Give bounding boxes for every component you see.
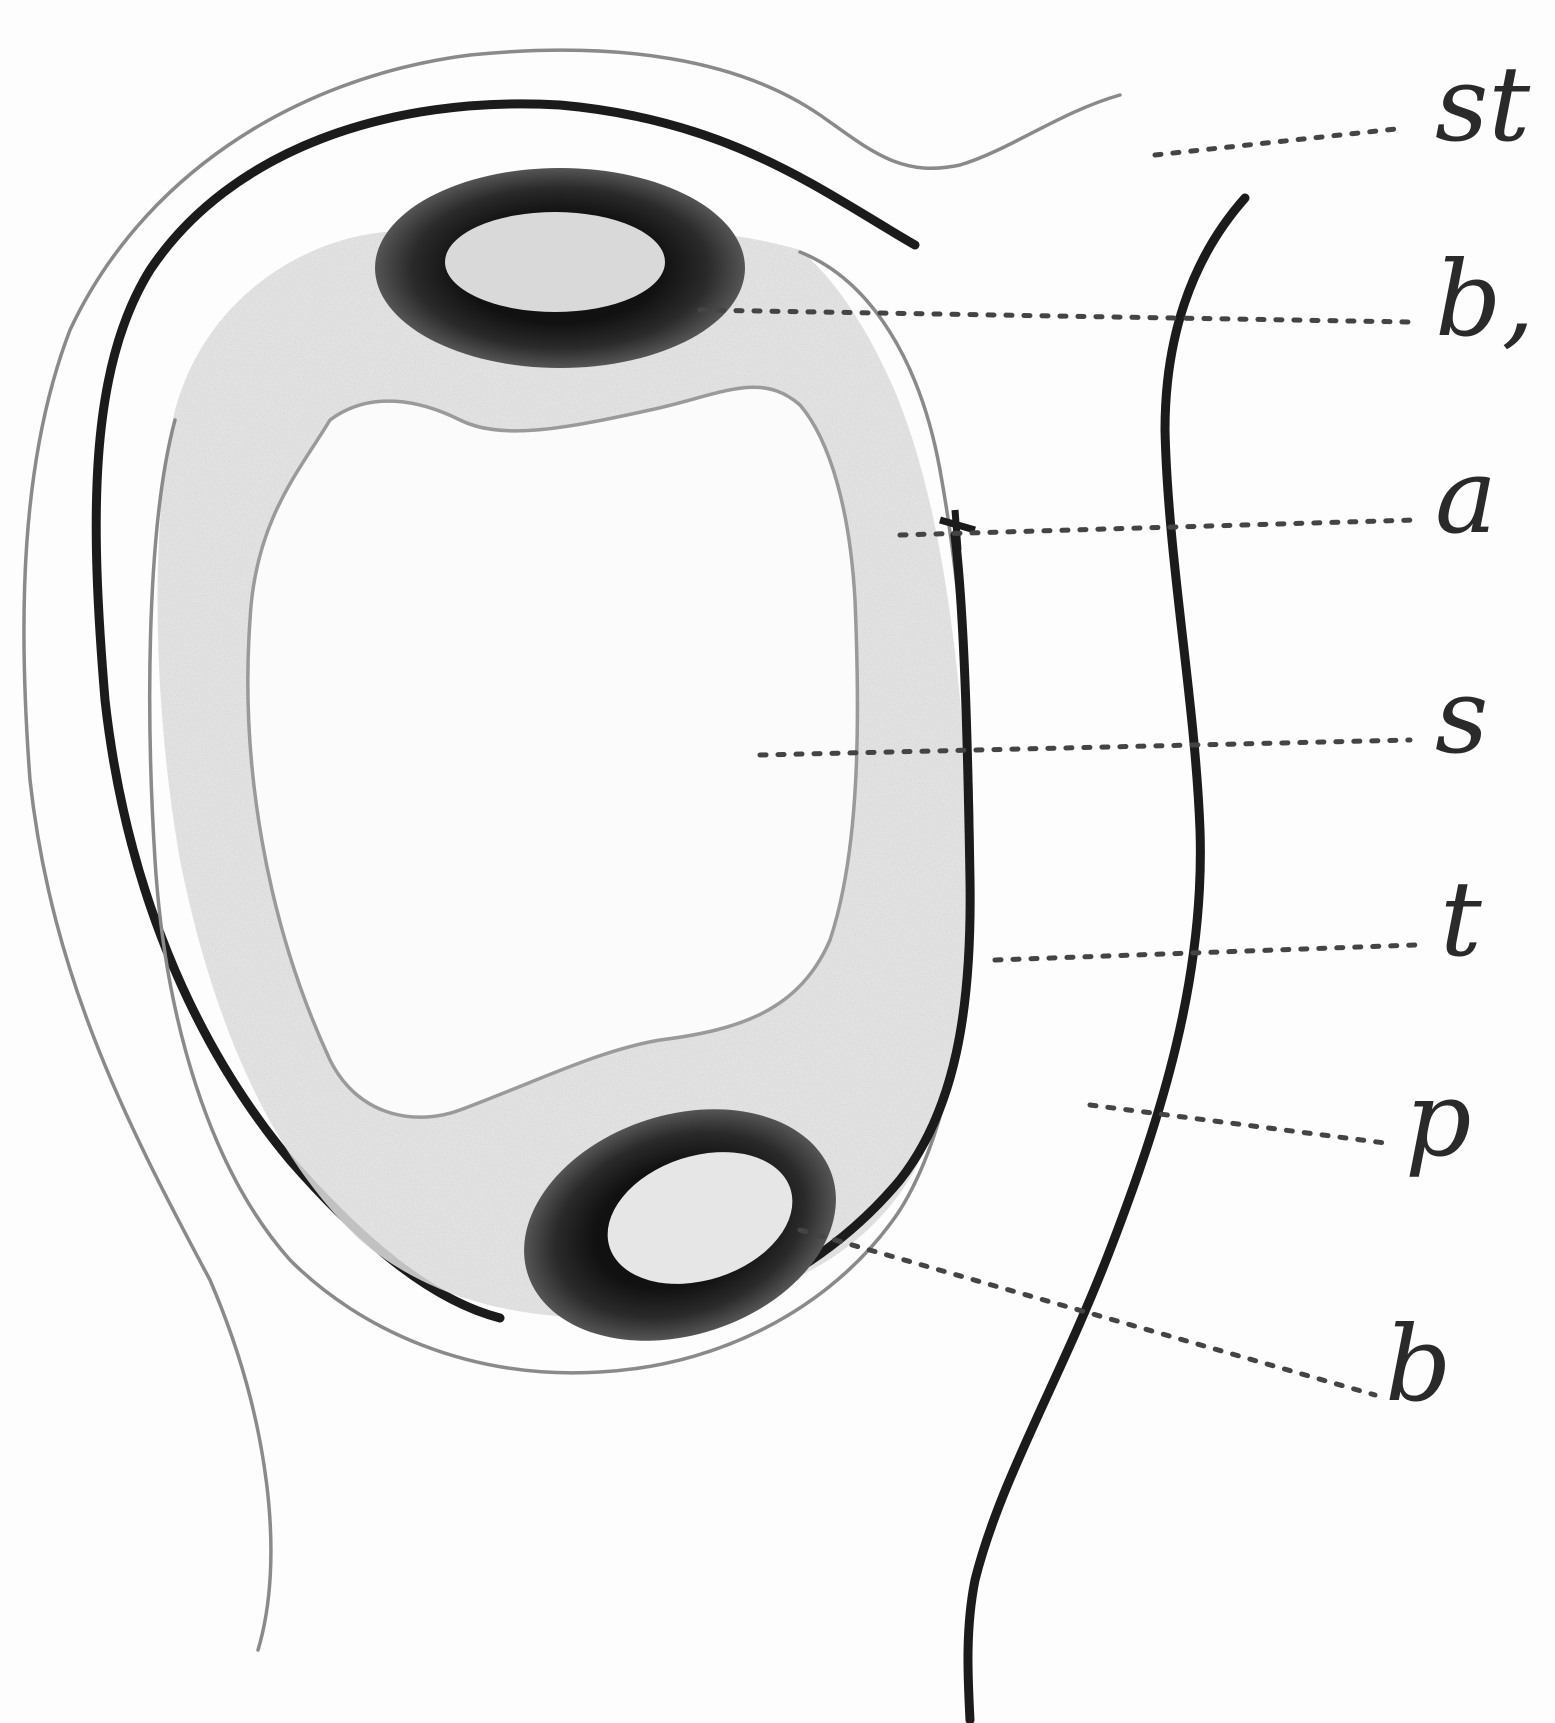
right-boundary-line <box>968 198 1245 1720</box>
label-b: b <box>1385 1303 1452 1425</box>
label-p: p <box>1405 1058 1472 1180</box>
a-mark <box>940 510 975 550</box>
leader-st <box>1155 128 1405 155</box>
label-a: a <box>1435 435 1497 557</box>
label-st: st <box>1435 43 1530 165</box>
label-b1: b, <box>1435 238 1535 360</box>
label-t: t <box>1440 858 1482 980</box>
central-cavity <box>248 387 858 1117</box>
leader-t <box>995 945 1415 960</box>
upper-bundle-core <box>445 212 665 312</box>
leader-p <box>1090 1105 1385 1143</box>
leader-a <box>900 520 1415 535</box>
label-s: s <box>1435 655 1488 777</box>
